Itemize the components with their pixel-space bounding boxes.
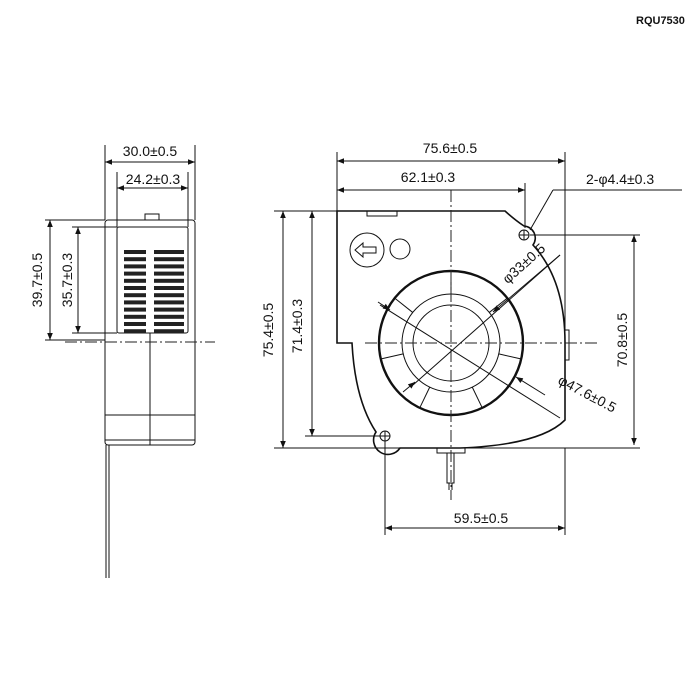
vent-slot xyxy=(124,286,146,290)
side-height-outer-label: 39.7±0.5 xyxy=(29,253,45,308)
vent-slot xyxy=(154,278,184,283)
vent-slot xyxy=(154,250,184,254)
hole-spec-label: 2-φ4.4±0.3 xyxy=(586,171,654,187)
fan-spoke xyxy=(419,386,431,408)
vent-slot xyxy=(124,278,146,283)
vent-slot xyxy=(124,271,146,276)
bottom-width-label: 59.5±0.5 xyxy=(454,510,509,526)
side-view: 30.0±0.5 24.2±0.3 39.7±0.5 35.7±0.3 xyxy=(29,143,215,578)
vent-slot xyxy=(154,329,184,334)
vent-slot xyxy=(154,307,184,312)
vent-slot xyxy=(154,264,184,269)
side-width-inner-label: 24.2±0.3 xyxy=(126,171,181,187)
vent-slots xyxy=(124,250,184,334)
side-width-outer-label: 30.0±0.5 xyxy=(123,143,178,159)
fan-spoke xyxy=(381,353,404,360)
vent-slot xyxy=(154,300,184,305)
side-height-inner-label: 35.7±0.3 xyxy=(59,253,75,308)
hole-spacing-x-label: 62.1±0.3 xyxy=(401,169,456,185)
vent-slot xyxy=(124,257,146,262)
front-width-outer-label: 75.6±0.5 xyxy=(423,140,478,156)
vent-slot xyxy=(124,329,146,334)
fan-spoke xyxy=(471,386,483,408)
vent-slot xyxy=(154,293,184,298)
inlet-diameter-label: φ33±0.5 xyxy=(499,240,548,287)
front-view: φ33±0.5 φ47.6±0.5 75.6±0.5 62.1±0.3 2-φ4… xyxy=(260,140,682,535)
vent-slot xyxy=(124,307,146,312)
front-height-outer-label: 75.4±0.5 xyxy=(260,303,276,358)
vent-slot xyxy=(154,257,184,262)
vent-slot xyxy=(124,264,146,269)
hole-spacing-y-label: 70.8±0.5 xyxy=(614,313,630,368)
hole-height-label: 71.4±0.3 xyxy=(289,299,305,354)
vent-slot xyxy=(124,314,146,319)
vent-slot xyxy=(124,250,146,254)
vent-slot xyxy=(154,314,184,319)
model-title: RQU7530 xyxy=(636,15,685,27)
vent-slot xyxy=(154,286,184,290)
fan-spoke xyxy=(395,298,414,313)
vent-slot xyxy=(124,293,146,298)
vent-slot xyxy=(124,300,146,305)
vent-slot xyxy=(154,322,184,326)
fan-spoke xyxy=(498,353,521,360)
vent-slot xyxy=(124,322,146,326)
vent-slot xyxy=(154,271,184,276)
